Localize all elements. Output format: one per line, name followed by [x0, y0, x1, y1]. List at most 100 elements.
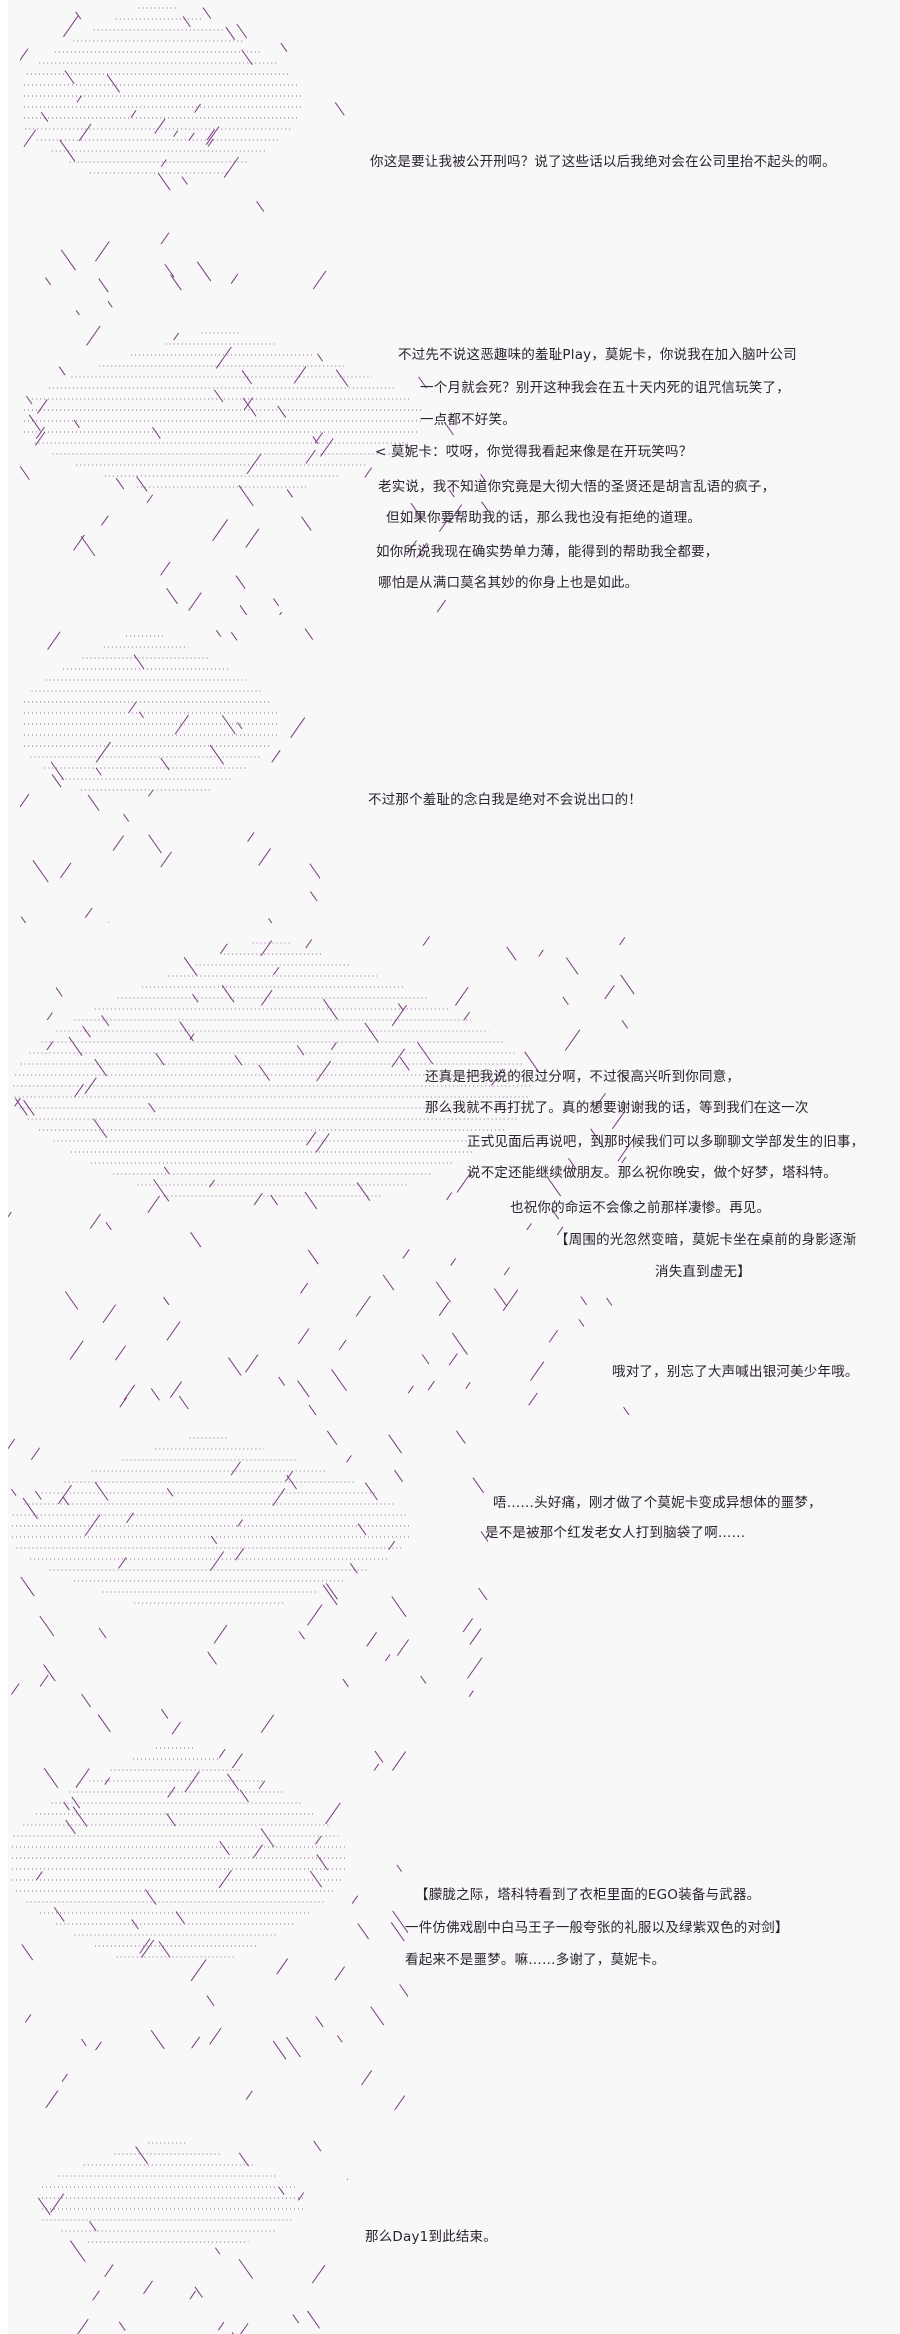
art-stroke [68, 1036, 83, 1056]
art-stroke [139, 1938, 151, 1954]
art-stroke [80, 535, 96, 557]
art-stroke [98, 1627, 107, 1639]
art-stroke [451, 1332, 468, 1355]
art-stroke [123, 1384, 136, 1401]
art-stroke [314, 432, 324, 444]
art-stroke [260, 1828, 275, 1848]
art-stroke [169, 1381, 182, 1399]
art-stroke [131, 1919, 139, 1930]
art-stroke [446, 1192, 453, 1201]
art-stroke [326, 1430, 338, 1445]
art-stroke [245, 2090, 253, 2100]
art-stroke [245, 528, 260, 548]
art-stroke [315, 2016, 324, 2028]
art-stroke [196, 261, 212, 282]
art-stroke [218, 1870, 232, 1889]
art-stroke [438, 1301, 450, 1316]
art-stroke [366, 1632, 377, 1647]
art-stroke [450, 1258, 457, 1266]
art-stroke [243, 397, 254, 411]
art-stroke [256, 201, 265, 212]
art-stroke [78, 123, 92, 142]
art-stroke [304, 628, 314, 640]
art-stroke [37, 399, 48, 414]
art-stroke [373, 1763, 380, 1771]
art-stroke [61, 2073, 68, 2083]
art-stroke [50, 761, 65, 781]
art-stroke [89, 2221, 97, 2232]
art-stroke [416, 542, 428, 559]
art-stroke [154, 118, 166, 134]
art-stroke [417, 1041, 434, 1065]
art-stroke [202, 7, 212, 20]
art-stroke [241, 49, 253, 66]
art-stroke [166, 587, 178, 605]
art-stroke [351, 1895, 359, 1904]
art-stroke [62, 1496, 70, 1506]
art-stroke [40, 111, 49, 123]
art-stroke [146, 494, 154, 504]
art-stroke [280, 42, 288, 52]
art-stroke [39, 1615, 55, 1637]
art-stroke [273, 598, 280, 607]
art-stroke [448, 489, 455, 498]
art-stroke [221, 985, 235, 1003]
art-stroke [170, 274, 182, 291]
art-stroke [448, 504, 463, 524]
art-stroke [253, 1192, 263, 1206]
art-stroke [82, 1025, 91, 1038]
art-stroke [213, 1624, 228, 1644]
art-stroke [273, 966, 280, 976]
art-stroke [304, 1191, 318, 1210]
art-stroke [81, 1693, 91, 1708]
art-stroke [174, 714, 189, 735]
art-stroke [388, 1434, 403, 1454]
art-stroke [480, 1531, 488, 1543]
art-stroke [166, 1813, 176, 1827]
art-stroke [145, 1889, 157, 1905]
art-stroke [148, 789, 154, 797]
art-stroke [43, 1768, 59, 1789]
art-stroke [297, 2192, 305, 2201]
art-stroke [63, 15, 79, 38]
art-stroke [70, 2240, 86, 2262]
art-stroke [568, 1157, 578, 1171]
art-stroke [620, 1071, 627, 1081]
art-stroke [234, 1548, 245, 1561]
art-stroke [230, 632, 238, 641]
art-stroke [89, 1213, 101, 1229]
art-stroke [493, 1288, 507, 1306]
dialogue-line: 说不定还能继续做朋友。那么祝你晚安，做个好梦，塔科特。 [467, 1165, 837, 1181]
art-stroke [84, 907, 93, 918]
art-stroke [215, 346, 232, 369]
art-stroke [258, 848, 271, 866]
art-stroke [171, 1721, 181, 1735]
art-stroke [190, 1232, 202, 1248]
art-stroke [286, 1474, 297, 1490]
art-stroke [75, 310, 81, 315]
dialogue-line: 唔……头好痛，刚才做了个莫妮卡变成异想体的噩梦， [493, 1495, 822, 1511]
art-stroke [230, 273, 239, 284]
art-stroke [106, 74, 121, 93]
narration-line: 一件仿佛戏剧中白马王子一般夸张的礼服以及绿紫双色的对剑】 [405, 1920, 789, 1936]
art-stroke [315, 1133, 330, 1153]
art-stroke [392, 1910, 408, 1934]
art-stroke [619, 937, 626, 946]
art-stroke [306, 1131, 317, 1146]
art-stroke [64, 1291, 79, 1310]
art-stroke [612, 1110, 626, 1130]
art-stroke [130, 109, 137, 118]
art-stroke [547, 1177, 562, 1197]
art-stroke [166, 1488, 174, 1497]
art-stroke [331, 1369, 347, 1392]
art-stroke [260, 989, 273, 1006]
art-stroke [160, 561, 171, 576]
art-stroke [163, 1166, 170, 1175]
art-stroke [75, 1768, 90, 1789]
dialogue-line: 如你所说我现在确实势单力薄，能得到的帮助我全都要， [376, 544, 719, 560]
art-stroke [30, 1447, 41, 1461]
art-stroke [157, 173, 171, 191]
art-stroke [240, 2323, 249, 2334]
art-stroke [153, 1179, 170, 1202]
art-stroke [391, 1751, 407, 1771]
